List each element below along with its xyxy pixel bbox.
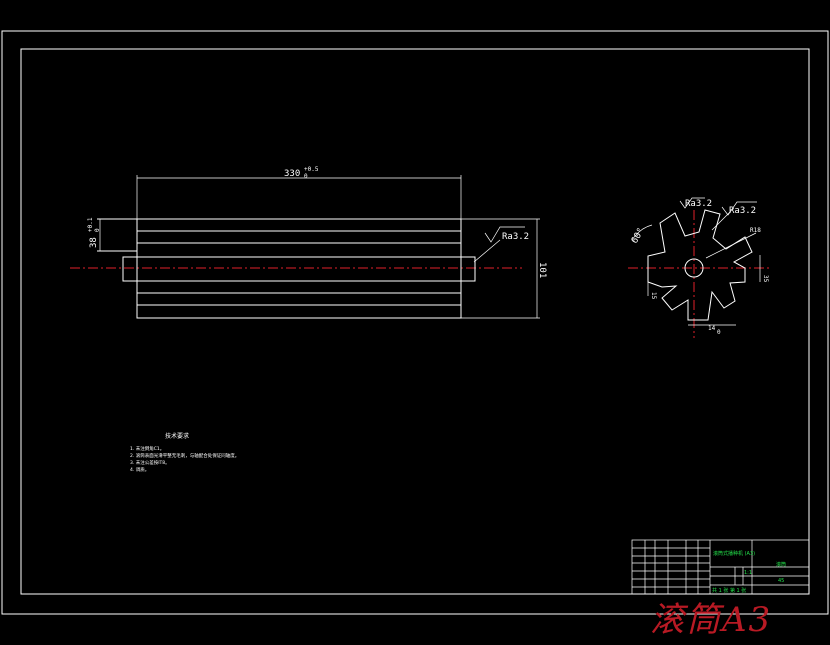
technical-notes: 技术要求 1. 未注倒角C1。 2. 滚筒表面光滑平整无毛刺，与轴配合处保证同轴… — [130, 432, 239, 473]
tb-subtitle: 滚筒式播种机 (A3) — [713, 550, 755, 557]
svg-text:0: 0 — [94, 228, 101, 232]
dim-14: 14 — [708, 325, 716, 332]
note-line: 3. 未注公差按IT8。 — [130, 459, 170, 466]
dim-15: 15 — [650, 292, 657, 300]
note-line: 1. 未注倒角C1。 — [130, 445, 164, 452]
notes-title: 技术要求 — [165, 432, 189, 440]
dim-35: 35 — [762, 275, 769, 283]
roughness-side-1: Ra3.2 — [685, 199, 712, 209]
tb-drawing-name: 滚筒 — [776, 561, 786, 568]
tb-scale: 1:1 — [744, 570, 752, 576]
dim-overall-label: 101 — [537, 262, 547, 278]
front-view: 330 +0.5 0 38 +0.1 0 101 Ra3.2 — [70, 166, 547, 319]
inner-border — [20, 48, 810, 595]
outer-border — [1, 30, 829, 615]
shaft — [122, 256, 476, 282]
side-angle: 60° — [630, 226, 647, 245]
svg-text:+0.5: +0.5 — [304, 166, 319, 173]
dim-radius: R18 — [750, 227, 761, 234]
dim-length-label: 330 — [284, 169, 300, 179]
svg-text:0: 0 — [717, 329, 721, 336]
tb-sheet: 共 1 张 第 1 张 — [712, 587, 746, 594]
roughness-front: Ra3.2 — [502, 232, 529, 242]
watermark-stamp: 滚筒A3 — [650, 600, 773, 640]
svg-text:0: 0 — [304, 173, 308, 180]
roller-body — [136, 218, 462, 319]
dim-diameter-label: 38 — [89, 237, 99, 248]
svg-text:+0.1: +0.1 — [87, 217, 94, 232]
gear-bore — [684, 258, 704, 278]
note-line: 2. 滚筒表面光滑平整无毛刺，与轴配合处保证同轴度。 — [130, 452, 239, 459]
tb-material: 45 — [778, 578, 784, 584]
side-view: 60° Ra3.2 Ra3.2 R18 35 15 14 0 — [628, 197, 770, 338]
gear-section — [647, 209, 753, 321]
title-block: 滚筒式播种机 (A3) 滚筒 45 1:1 共 1 张 第 1 张 — [631, 539, 810, 595]
roughness-side-2: Ra3.2 — [729, 206, 756, 216]
note-line: 4. 调质。 — [130, 466, 149, 473]
